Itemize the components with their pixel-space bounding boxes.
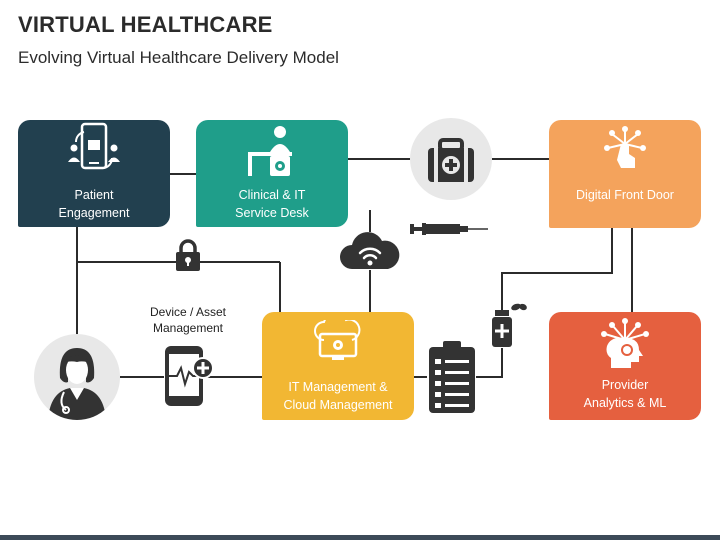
provider-analytics-box[interactable]: Provider Analytics & ML [549,312,701,420]
it-management-label-1: IT Management & [288,380,388,394]
padlock-icon [176,239,200,271]
cloud-wifi-icon [340,232,400,269]
provider-analytics-label-1: Provider [601,378,649,392]
patient-engagement-label-2: Engagement [58,206,130,220]
device-asset-label-1: Device / Asset [149,305,227,319]
clinical-it-box[interactable]: Clinical & IT Service Desk [196,120,348,227]
clinical-it-label-1: Clinical & IT [238,188,306,202]
patient-engagement-icon [68,122,120,170]
digital-front-door-icon [604,126,646,168]
digital-front-door-label: Digital Front Door [576,188,674,202]
doctor-avatar-node [34,334,120,420]
it-management-label-2: Cloud Management [283,398,393,412]
mobile-health-icon [165,346,214,406]
doctor-avatar-icon [48,348,106,420]
patient-engagement-box[interactable]: Patient Engagement [18,120,170,227]
device-asset-label-2: Management [152,321,224,335]
cloud-management-icon [314,320,361,360]
first-aid-kit-node [410,118,492,200]
syringe-icon [410,223,488,235]
device-asset-label: Device / Asset Management [140,304,236,336]
page-title: VIRTUAL HEALTHCARE [18,12,273,37]
digital-front-door-box[interactable]: Digital Front Door [549,120,701,228]
analytics-brain-icon [601,318,649,368]
clinical-it-label-2: Service Desk [235,206,309,220]
clipboard-icon [429,341,475,413]
first-aid-kit-icon [428,138,474,182]
provider-analytics-label-2: Analytics & ML [583,396,667,410]
page-subtitle: Evolving Virtual Healthcare Delivery Mod… [18,48,339,67]
bottom-bar [0,535,720,540]
patient-engagement-label-1: Patient [74,188,114,202]
it-management-box[interactable]: IT Management & Cloud Management [262,312,414,420]
service-desk-icon [248,126,292,176]
medicine-bottle-icon [492,303,527,347]
